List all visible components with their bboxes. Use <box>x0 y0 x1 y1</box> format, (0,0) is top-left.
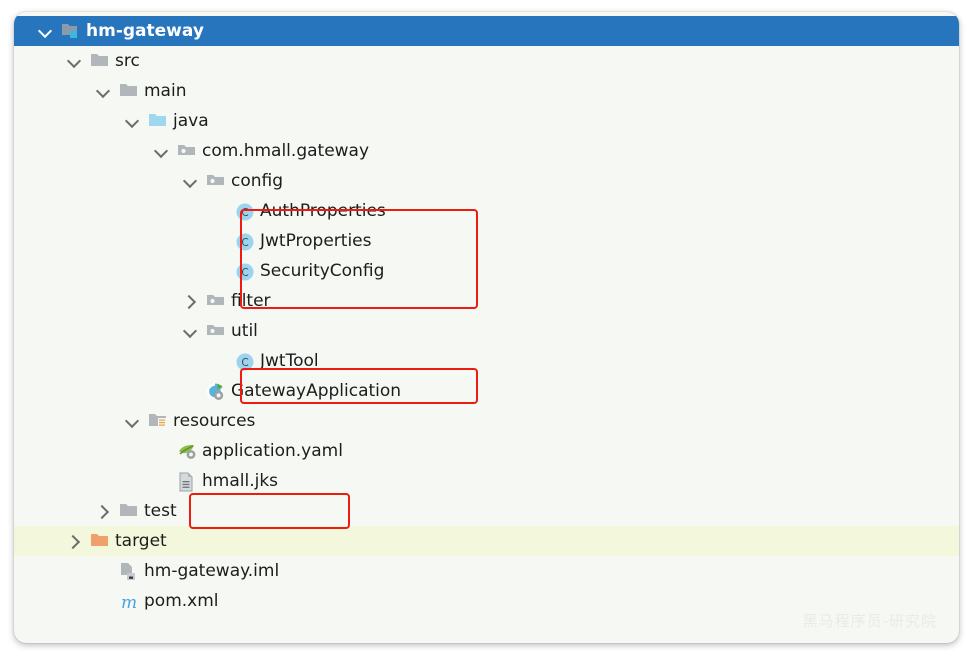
folder-gray-icon <box>118 76 140 106</box>
tree-row-label: JwtTool <box>260 351 319 371</box>
folder-gray-icon <box>89 46 111 76</box>
tree-row[interactable]: C JwtTool <box>14 346 959 376</box>
tree-row-label: src <box>115 51 140 71</box>
tree-row[interactable]: test <box>14 496 959 526</box>
java-class-icon: C <box>234 346 256 376</box>
tree-row[interactable]: hm-gateway <box>14 16 959 46</box>
spring-yaml-icon <box>176 436 198 466</box>
tree-row[interactable]: hmall.jks <box>14 466 959 496</box>
tree-row[interactable]: util <box>14 316 959 346</box>
chevron-down-icon[interactable] <box>123 406 143 436</box>
tree-row[interactable]: main <box>14 76 959 106</box>
folder-orange-icon <box>89 526 111 556</box>
resource-root-icon <box>147 406 169 436</box>
tree-row-label: JwtProperties <box>260 231 372 251</box>
package-icon <box>205 166 227 196</box>
tree-row[interactable]: src <box>14 46 959 76</box>
package-icon <box>205 316 227 346</box>
tree-row[interactable]: m pom.xml <box>14 586 959 616</box>
chevron-right-icon[interactable] <box>181 286 201 316</box>
chevron-down-icon[interactable] <box>152 136 172 166</box>
tree-row[interactable]: C SecurityConfig <box>14 256 959 286</box>
svg-text:C: C <box>241 357 248 369</box>
tree-row-label: pom.xml <box>144 591 219 611</box>
tree-row-label: AuthProperties <box>260 201 386 221</box>
module-icon <box>60 16 82 46</box>
chevron-down-icon[interactable] <box>181 166 201 196</box>
tree-row-label: hm-gateway.iml <box>144 561 280 581</box>
file-generic-icon <box>176 466 198 496</box>
tree-row[interactable]: java <box>14 106 959 136</box>
svg-text:C: C <box>241 207 248 219</box>
tree-row-label: target <box>115 531 167 551</box>
tree-row-label: hmall.jks <box>202 471 279 491</box>
java-class-icon: C <box>234 226 256 256</box>
package-icon <box>205 286 227 316</box>
tree-row-label: SecurityConfig <box>260 261 385 281</box>
tree-row[interactable]: C AuthProperties <box>14 196 959 226</box>
tree-row-label: hm-gateway <box>86 21 204 41</box>
tree-row[interactable]: C JwtProperties <box>14 226 959 256</box>
chevron-down-icon[interactable] <box>123 106 143 136</box>
tree-row-label: filter <box>231 291 271 311</box>
svg-text:C: C <box>241 267 248 279</box>
tree-row[interactable]: config <box>14 166 959 196</box>
tree-row-label: GatewayApplication <box>231 381 402 401</box>
tree-row[interactable]: resources <box>14 406 959 436</box>
chevron-down-icon[interactable] <box>94 76 114 106</box>
maven-icon: m <box>118 586 140 616</box>
java-class-icon: C <box>234 196 256 226</box>
source-root-icon <box>147 106 169 136</box>
spring-boot-run-icon <box>205 376 227 406</box>
tree-row[interactable]: filter <box>14 286 959 316</box>
tree-row[interactable]: hm-gateway.iml <box>14 556 959 586</box>
tree-row[interactable]: GatewayApplication <box>14 376 959 406</box>
folder-gray-icon <box>118 496 140 526</box>
watermark: 黑马程序员-研究院 <box>802 612 937 630</box>
chevron-down-icon[interactable] <box>36 16 56 46</box>
chevron-down-icon[interactable] <box>181 316 201 346</box>
tree-row-label: test <box>144 501 177 521</box>
tree-row-label: util <box>231 321 258 341</box>
tree-row[interactable]: application.yaml <box>14 436 959 466</box>
java-class-icon: C <box>234 256 256 286</box>
tree-row-label: application.yaml <box>202 441 343 461</box>
chevron-right-icon[interactable] <box>94 496 114 526</box>
svg-text:C: C <box>241 237 248 249</box>
chevron-down-icon[interactable] <box>65 46 85 76</box>
tree-row-label: resources <box>173 411 256 431</box>
tree-row-label: config <box>231 171 284 191</box>
iml-file-icon <box>118 556 140 586</box>
tree-row-label: java <box>173 111 209 131</box>
tree-row-label: main <box>144 81 187 101</box>
tree-row[interactable]: com.hmall.gateway <box>14 136 959 166</box>
package-icon <box>176 136 198 166</box>
tree-row[interactable]: target <box>14 526 959 556</box>
tree-row-label: com.hmall.gateway <box>202 141 370 161</box>
chevron-right-icon[interactable] <box>65 526 85 556</box>
svg-text:m: m <box>121 593 137 612</box>
